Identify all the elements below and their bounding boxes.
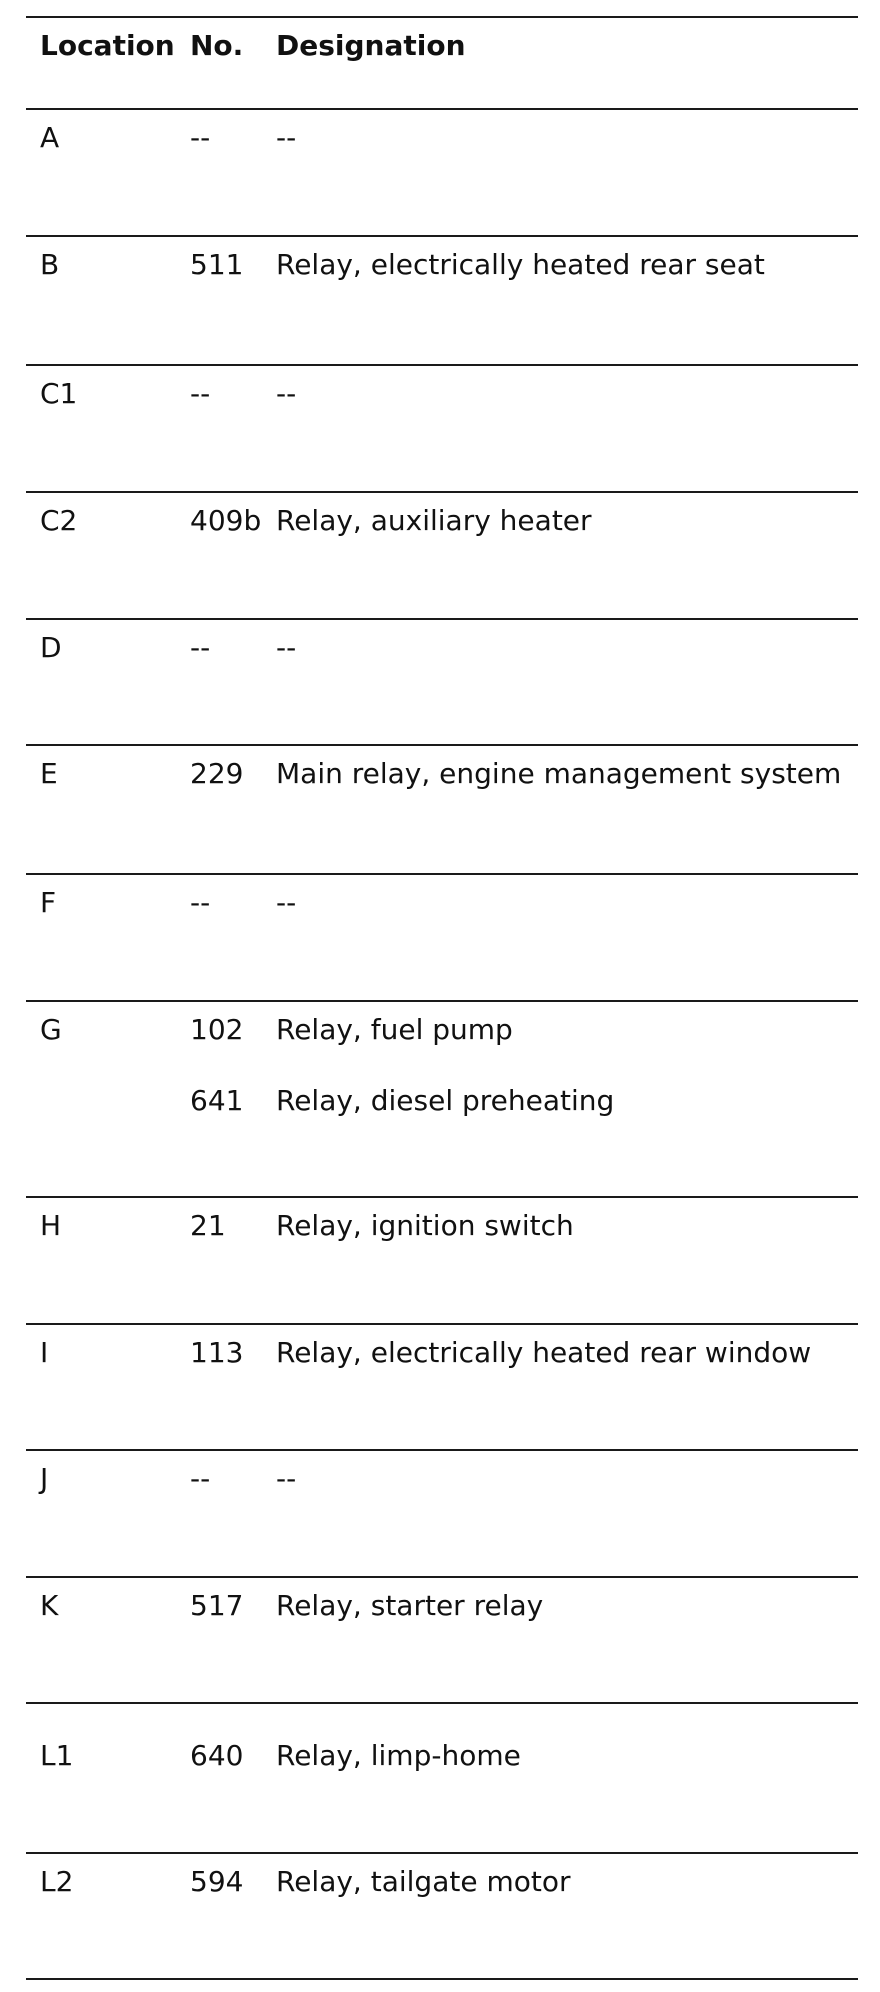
table-rule [26, 1576, 858, 1578]
cell-no: 102 [190, 1013, 244, 1046]
cell-no: 409b [190, 504, 262, 537]
cell-designation: Relay, tailgate motor [276, 1865, 571, 1898]
cell-no: 21 [190, 1209, 226, 1242]
cell-no: -- [190, 886, 211, 919]
cell-location: J [40, 1462, 49, 1495]
table-rule [26, 1196, 858, 1198]
cell-no: 229 [190, 757, 244, 790]
table-rule [26, 1323, 858, 1325]
cell-no: 640 [190, 1739, 244, 1772]
cell-designation: Relay, limp-home [276, 1739, 521, 1772]
table-rule [26, 1449, 858, 1451]
cell-designation: -- [276, 121, 297, 154]
cell-no: 594 [190, 1865, 244, 1898]
table-rule-header [26, 108, 858, 110]
cell-designation: Relay, diesel preheating [276, 1084, 615, 1117]
cell-no: -- [190, 377, 211, 410]
cell-location: H [40, 1209, 62, 1242]
table-rule [26, 1000, 858, 1002]
cell-no: 641 [190, 1084, 244, 1117]
cell-designation: Relay, auxiliary heater [276, 504, 592, 537]
cell-no: 511 [190, 248, 244, 281]
cell-designation: -- [276, 631, 297, 664]
table-rule-top [26, 16, 858, 18]
cell-no: 517 [190, 1589, 244, 1622]
cell-designation: Relay, electrically heated rear seat [276, 248, 765, 281]
cell-designation: Relay, ignition switch [276, 1209, 574, 1242]
table-rule [26, 1852, 858, 1854]
cell-location: F [40, 886, 57, 919]
cell-location: A [40, 121, 60, 154]
cell-location: C1 [40, 377, 78, 410]
cell-no: -- [190, 1462, 211, 1495]
cell-designation: Relay, electrically heated rear window [276, 1336, 812, 1369]
cell-designation: Relay, starter relay [276, 1589, 544, 1622]
cell-designation: -- [276, 886, 297, 919]
table-rule [26, 744, 858, 746]
cell-no: -- [190, 121, 211, 154]
cell-location: K [40, 1589, 59, 1622]
cell-location: C2 [40, 504, 78, 537]
cell-location: L2 [40, 1865, 74, 1898]
cell-location: E [40, 757, 58, 790]
cell-designation: Relay, fuel pump [276, 1013, 513, 1046]
table-rule [26, 235, 858, 237]
table-rule-bottom [26, 1978, 858, 1980]
column-header-location: Location [40, 29, 175, 62]
cell-location: B [40, 248, 60, 281]
table-rule [26, 873, 858, 875]
table-rule [26, 1702, 858, 1704]
cell-designation: -- [276, 1462, 297, 1495]
column-header-designation: Designation [276, 29, 466, 62]
table-rule [26, 618, 858, 620]
cell-no: 113 [190, 1336, 244, 1369]
cell-location: I [40, 1336, 49, 1369]
column-header-no: No. [190, 29, 244, 62]
cell-location: D [40, 631, 62, 664]
table-rule [26, 491, 858, 493]
cell-no: -- [190, 631, 211, 664]
cell-location: L1 [40, 1739, 74, 1772]
cell-location: G [40, 1013, 62, 1046]
cell-designation: Main relay, engine management system [276, 757, 842, 790]
table-rule [26, 364, 858, 366]
cell-designation: -- [276, 377, 297, 410]
